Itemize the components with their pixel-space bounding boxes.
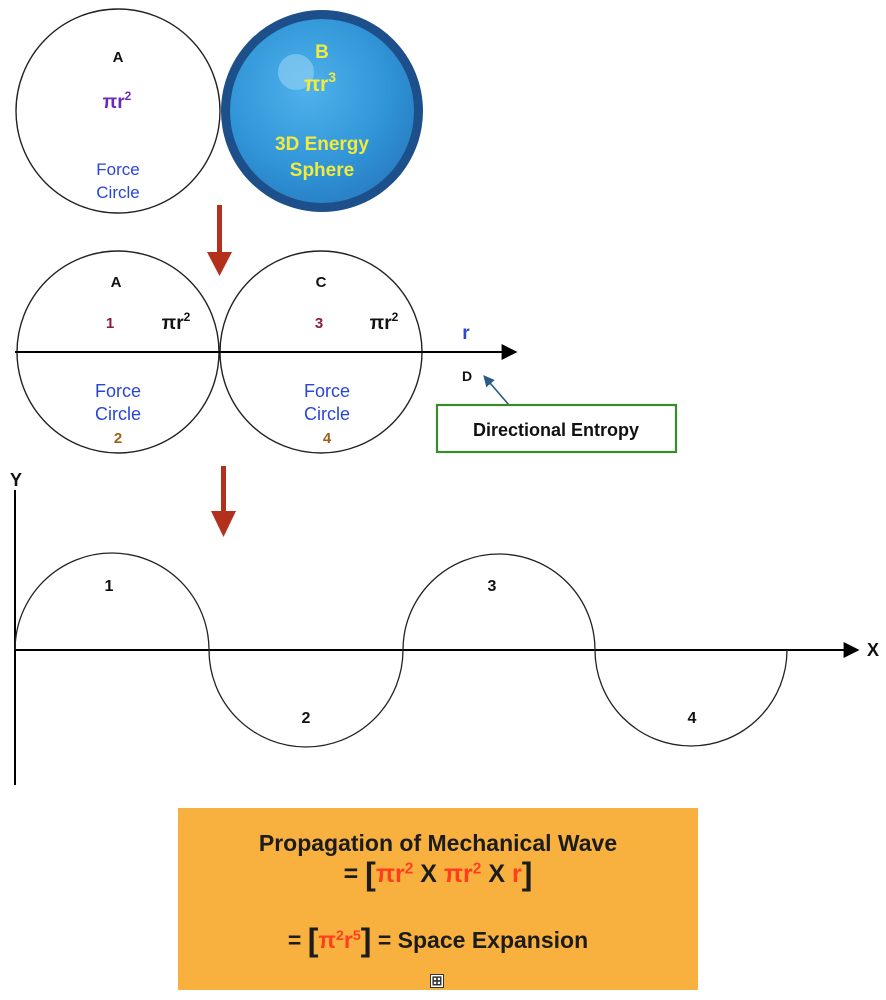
caption-c-mid-2: Circle — [304, 404, 350, 424]
formula-b: πr3 — [304, 69, 336, 96]
directional-entropy-box — [435, 403, 678, 454]
entropy-pointer-arrow — [483, 375, 510, 406]
formula-title: Propagation of Mechanical Wave — [258, 830, 618, 856]
bracket-open-2: [ — [307, 922, 319, 958]
number-3-mid: 3 — [315, 315, 323, 332]
number-1-mid: 1 — [106, 315, 114, 332]
point-label-d: D — [462, 368, 472, 384]
label-b: B — [315, 42, 329, 63]
formula-a-mid: πr2 — [162, 310, 191, 334]
energy-sphere-b-face — [230, 19, 414, 203]
caption-a-top-1: Force — [96, 160, 139, 179]
term-r5: r — [343, 927, 353, 953]
number-4-mid: 4 — [323, 430, 332, 447]
caption-b-1: 3D Energy — [275, 134, 369, 155]
term-r: r — [511, 860, 522, 888]
bracket-close-1: ] — [521, 856, 533, 892]
caption-a-top-2: Circle — [96, 183, 139, 202]
caption-b-2: Sphere — [290, 160, 354, 181]
label-c-mid: C — [316, 274, 327, 291]
formula-line-1: = [πr2 X πr2 X r] — [178, 856, 698, 893]
y-axis-label: Y — [10, 470, 22, 490]
term-pi-r2-a: πr — [375, 860, 405, 888]
wave-number-2: 2 — [302, 710, 311, 727]
down-arrow-1 — [207, 205, 232, 276]
wave-number-1: 1 — [105, 578, 114, 595]
exp-2-b: 2 — [472, 860, 482, 878]
force-circle-a-top — [15, 8, 221, 214]
formula-line-2: = [π2r5] = Space Expansion — [178, 922, 698, 959]
directional-entropy-label: Directional Entropy — [473, 420, 639, 440]
caption-c-mid-1: Force — [304, 381, 350, 401]
number-2-mid: 2 — [114, 430, 122, 447]
exp-r-5: 5 — [352, 928, 361, 945]
term-pi: π — [318, 927, 336, 953]
formula-box: Propagation of Mechanical Wave = [πr2 X … — [178, 808, 698, 990]
down-arrow-2 — [211, 466, 236, 537]
bracket-close-2: ] — [360, 922, 372, 958]
caption-a-mid-2: Circle — [95, 404, 141, 424]
caption-a-mid-1: Force — [95, 381, 141, 401]
wave-lobe-1 — [14, 552, 210, 651]
eq-sign-1: = — [343, 860, 366, 888]
expand-plus-icon[interactable]: ⊞ — [430, 973, 444, 988]
wave-lobe-4 — [594, 649, 788, 747]
wave-lobe-2 — [208, 649, 404, 748]
times-1: X — [413, 860, 444, 888]
exp-2-a: 2 — [404, 860, 414, 878]
wave-number-4: 4 — [688, 710, 697, 727]
wave-lobe-3 — [402, 553, 596, 651]
space-expansion-label: = Space Expansion — [371, 927, 589, 953]
exp-pi-2: 2 — [335, 928, 344, 945]
wave-number-3: 3 — [488, 578, 497, 595]
term-pi-r2-b: πr — [443, 860, 473, 888]
label-a-mid: A — [111, 274, 122, 291]
x-axis-label: X — [867, 640, 879, 660]
times-2: X — [481, 860, 512, 888]
sphere-highlight — [278, 54, 314, 90]
formula-a-top: πr2 — [103, 89, 132, 113]
bracket-open-1: [ — [365, 856, 376, 892]
formula-c-mid: πr2 — [370, 310, 399, 334]
label-a-top: A — [113, 49, 124, 66]
axis-label-r: r — [462, 323, 470, 344]
eq-sign-2: = — [287, 927, 308, 953]
